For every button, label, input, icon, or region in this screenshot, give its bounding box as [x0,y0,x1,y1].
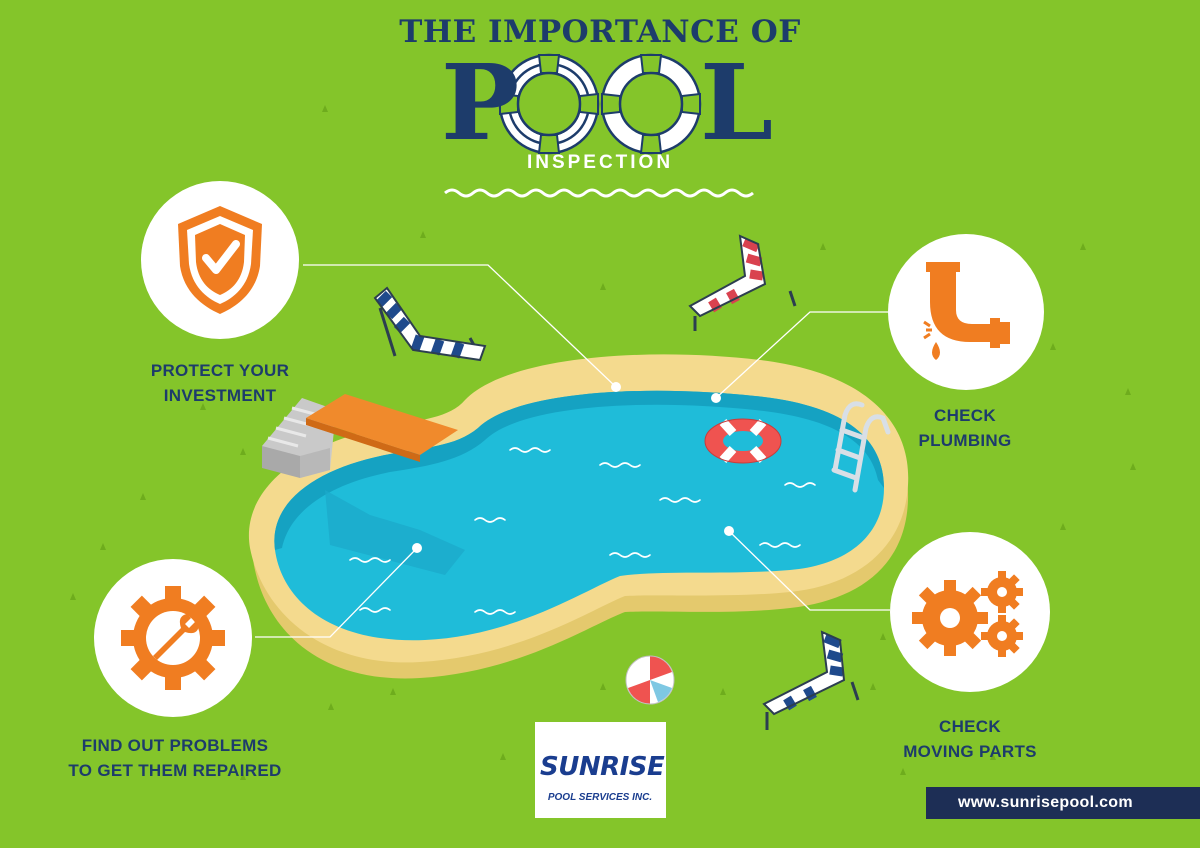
life-ring-icon [600,53,702,155]
pool-float-ring [704,418,782,464]
beach-ball [625,655,675,705]
label-line: FIND OUT PROBLEMS [81,736,269,755]
company-logo[interactable] [535,722,666,818]
gears-icon [912,571,1023,657]
label-check-moving-parts: CHECK MOVING PARTS [880,714,1060,764]
title-letter-l: L [700,41,774,164]
label-check-plumbing: CHECK PLUMBING [890,403,1040,453]
diving-board [262,394,458,478]
label-line: MOVING PARTS [903,742,1037,761]
pool-wall-shade [274,390,884,550]
wrench-gear-icon [121,586,225,690]
lounge-chair [762,630,860,730]
leaking-pipe-icon [923,262,1010,360]
label-line: PROTECT YOUR [150,361,290,380]
connector-dots [412,382,734,553]
logo-subtitle: POOL SERVICES INC. [547,792,653,803]
title-letter-p: P [441,41,520,164]
website-link[interactable]: www.sunrisepool.com [926,787,1200,819]
pool-step-shadow [325,490,465,575]
plumbing-icon-circle [888,234,1044,390]
title-wave-divider [444,188,754,198]
title-heading: THE IMPORTANCE OF [399,14,801,50]
water-ripples [349,447,816,615]
lounge-chair [373,286,487,362]
shield-check-icon [178,206,262,314]
label-line: PLUMBING [918,431,1012,450]
label-line: CHECK [934,406,996,425]
lounge-chair [688,234,797,331]
label-line: CHECK [939,717,1001,736]
title-subheading: INSPECTION [526,152,674,173]
label-line: TO GET THEM REPAIRED [68,761,282,780]
label-protect-investment: PROTECT YOUR INVESTMENT [120,358,320,408]
pool-ladder [831,401,891,493]
life-ring-icon [498,53,600,155]
connector-lines [255,264,890,638]
label-line: INVESTMENT [163,386,277,405]
label-find-problems: FIND OUT PROBLEMS TO GET THEM REPAIRED [40,733,310,783]
logo-name: SUNRISE [540,752,665,782]
